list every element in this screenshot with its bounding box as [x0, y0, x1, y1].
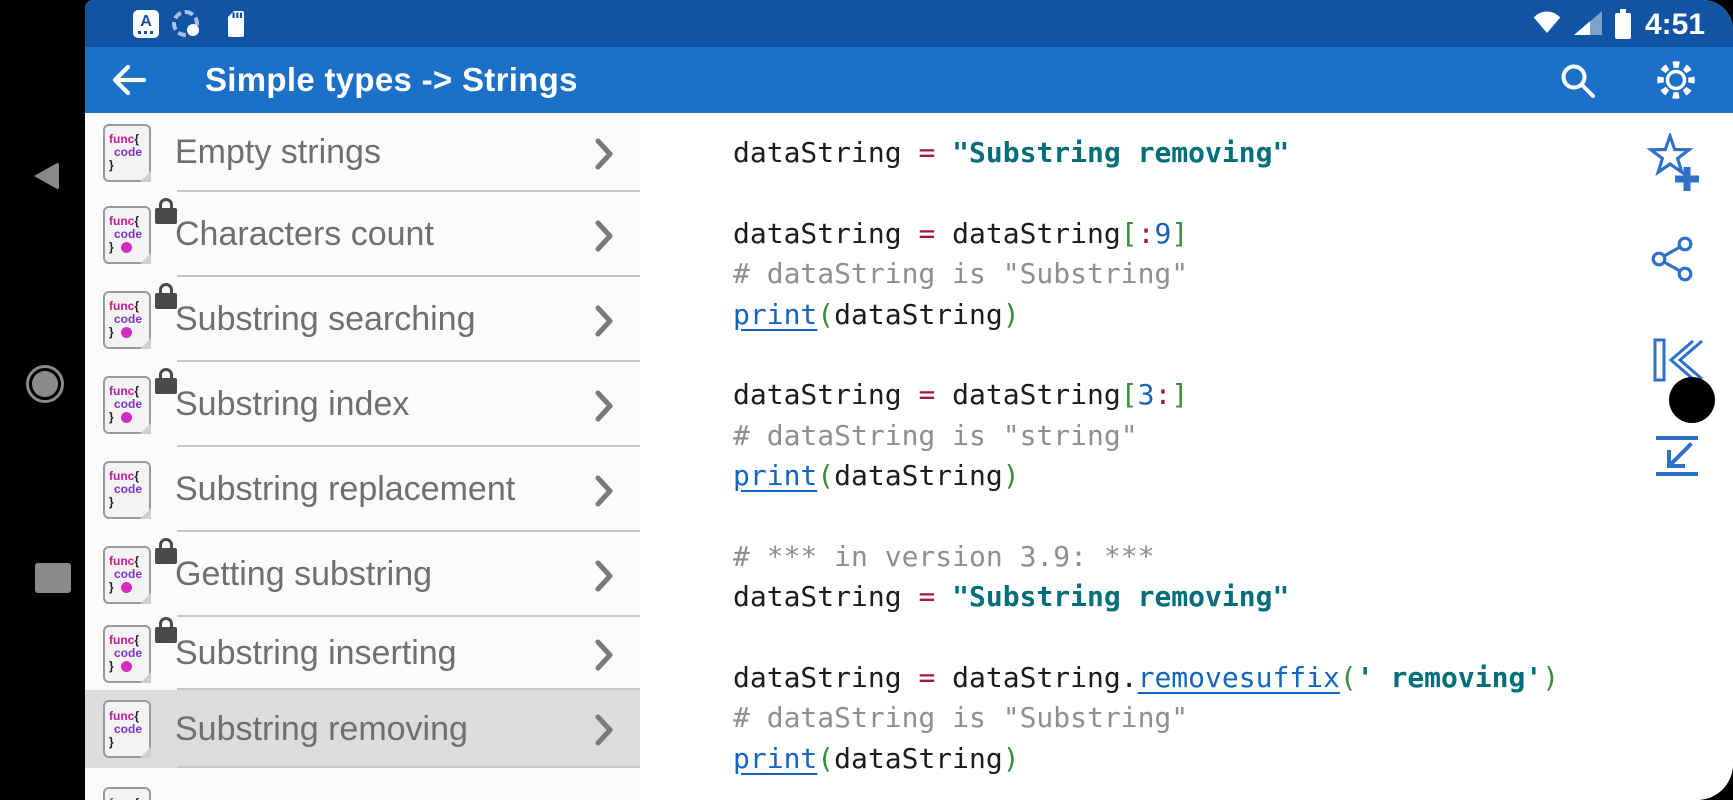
code-line: # dataString is "string" — [733, 418, 1138, 452]
sidebar-item-partial[interactable]: func{ code } — [85, 768, 640, 800]
share-icon[interactable] — [1650, 236, 1696, 282]
chevron-right-icon — [595, 138, 613, 169]
sidebar-item-getting-substring[interactable]: func{ code } Getting substring — [85, 532, 640, 617]
code-snippet-icon: func{ code } — [103, 460, 151, 519]
code-line: # *** in version 3.9: *** — [733, 539, 1155, 573]
code-snippet-icon: func{ code } — [103, 197, 177, 264]
sidebar-item-substring-removing[interactable]: func{ code } Substring removing — [85, 690, 640, 768]
sidebar-item-substring-inserting[interactable]: func{ code } Substring inserting — [85, 616, 640, 690]
code-line — [733, 497, 1733, 537]
sd-card-icon — [228, 11, 244, 37]
code-line: dataString = dataString[3:] — [733, 378, 1189, 412]
code-snippet-icon: func{ code } — [103, 700, 151, 758]
code-line: # dataString is "Substring" — [733, 701, 1189, 735]
nav-back-icon[interactable] — [34, 162, 59, 190]
sidebar-item-label: Empty strings — [175, 133, 381, 171]
camera-punch-hole — [1669, 377, 1715, 423]
loading-spinner-icon — [172, 10, 199, 37]
battery-icon — [1615, 9, 1631, 39]
code-snippet-icon: func{ code } — [103, 123, 151, 182]
settings-gear-icon[interactable] — [1653, 57, 1699, 103]
device-screen: A 4:51 Simple types -> Stri — [85, 0, 1733, 800]
code-line: dataString = "Substring removing" — [733, 580, 1290, 614]
nav-recents-icon[interactable] — [35, 563, 71, 593]
search-icon[interactable] — [1559, 62, 1597, 100]
letter-a-input-icon: A — [133, 10, 159, 38]
code-line — [733, 173, 1733, 213]
code-snippet-icon: func{ code } — [103, 537, 177, 604]
wifi-icon — [1533, 11, 1561, 33]
status-bar: A 4:51 — [85, 0, 1733, 47]
back-arrow-icon[interactable] — [111, 63, 147, 97]
chevron-right-icon — [595, 220, 613, 251]
code-line: # dataString is "Substring" — [733, 257, 1189, 291]
lock-icon — [155, 367, 177, 394]
sidebar-item-label: Substring replacement — [175, 470, 516, 508]
add-favorite-star-icon[interactable] — [1644, 133, 1702, 195]
chevron-right-icon — [595, 390, 613, 421]
lock-icon — [155, 616, 177, 643]
code-line — [733, 335, 1733, 375]
sidebar-item-substring-index[interactable]: func{ code } Substring index — [85, 362, 640, 447]
main-content: func{ code } Empty strings func{ code } … — [85, 113, 1733, 800]
sidebar-item-label: Substring index — [175, 385, 410, 423]
lock-icon — [155, 537, 177, 564]
code-line: print(dataString) — [733, 297, 1020, 331]
chevron-right-icon — [595, 475, 613, 506]
code-snippet-icon: func{ code } — [103, 787, 151, 800]
code-line: dataString = "Substring removing" — [733, 136, 1290, 169]
code-snippet-icon: func{ code } — [103, 616, 177, 683]
code-line: print(dataString) — [733, 459, 1020, 493]
lock-icon — [155, 197, 177, 224]
sidebar-item-empty-strings[interactable]: func{ code } Empty strings — [85, 113, 640, 192]
sidebar-item-label: Substring removing — [175, 709, 468, 748]
code-snippet-icon: func{ code } — [103, 367, 177, 434]
android-nav-bar — [0, 0, 85, 800]
clock-text: 4:51 — [1645, 8, 1706, 41]
sidebar-item-label: Getting substring — [175, 555, 433, 593]
sidebar-item-label: Characters count — [175, 215, 434, 253]
code-snippet-icon: func{ code } — [103, 282, 177, 349]
skip-to-start-icon[interactable] — [1653, 338, 1705, 382]
sidebar-item-label: Substring searching — [175, 300, 476, 338]
code-line — [733, 618, 1733, 658]
app-bar: Simple types -> Strings — [85, 47, 1733, 113]
sidebar-item-characters-count[interactable]: func{ code } Characters count — [85, 192, 640, 277]
chevron-right-icon — [595, 714, 613, 746]
chevron-right-icon — [595, 305, 613, 336]
chevron-right-icon — [595, 560, 613, 591]
sidebar-item-label: Substring inserting — [175, 634, 457, 672]
sidebar-item-substring-replacement[interactable]: func{ code } Substring replacement — [85, 447, 640, 532]
page-title: Simple types -> Strings — [205, 61, 578, 98]
lock-icon — [155, 282, 177, 309]
code-line: print(dataString) — [733, 741, 1020, 775]
chevron-right-icon — [595, 639, 613, 670]
code-viewer[interactable]: dataString = "Substring removing" dataStr… — [640, 113, 1733, 800]
code-line: dataString = dataString[:9] — [733, 216, 1189, 250]
scroll-to-bottom-icon[interactable] — [1655, 434, 1699, 478]
nav-home-icon[interactable] — [26, 365, 64, 403]
code-line: dataString = dataString.removesuffix(' r… — [733, 661, 1560, 695]
sidebar-item-substring-searching[interactable]: func{ code } Substring searching — [85, 277, 640, 362]
topics-list: func{ code } Empty strings func{ code } … — [85, 113, 640, 800]
cell-signal-icon — [1574, 11, 1602, 35]
